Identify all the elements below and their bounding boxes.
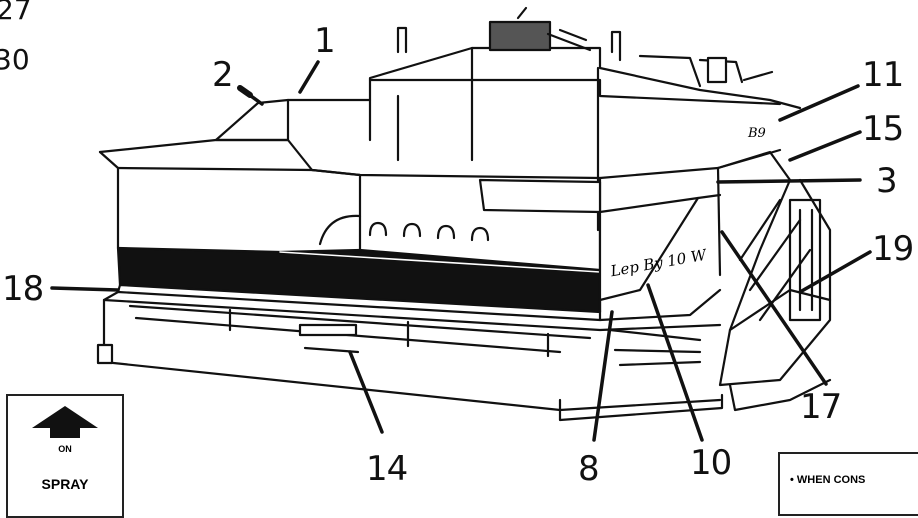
callout-18: 18: [2, 269, 44, 309]
spray-control-panel: ON SPRAY: [6, 394, 124, 518]
page-ref-second: 30: [0, 43, 30, 76]
machine-diagram: [50, 6, 872, 442]
callout-10: 10: [690, 443, 732, 483]
warning-text: • WHEN CONS: [790, 474, 866, 486]
callout-1: 1: [314, 21, 336, 61]
callout-19: 19: [872, 229, 914, 269]
callout-3: 3: [876, 161, 898, 201]
callout-2: 2: [212, 55, 234, 95]
callout-17: 17: [800, 387, 842, 427]
callout-14: 14: [366, 449, 408, 489]
callout-15: 15: [862, 109, 904, 149]
callout-11: 11: [862, 55, 904, 95]
arrow-up-icon: [32, 406, 98, 438]
rear-wing: [716, 150, 832, 412]
spray-label: SPRAY: [41, 476, 89, 492]
side-plate: [598, 193, 722, 302]
warning-panel: • WHEN CONS: [778, 452, 918, 516]
arrow-head-2: [237, 85, 253, 98]
callout-8: 8: [578, 449, 600, 489]
lower-frame: [96, 288, 724, 422]
spray-on-label: ON: [58, 444, 72, 454]
page-ref-top: 27: [0, 0, 32, 26]
engine-top: [396, 6, 774, 88]
badge-marking: B9: [748, 126, 766, 141]
